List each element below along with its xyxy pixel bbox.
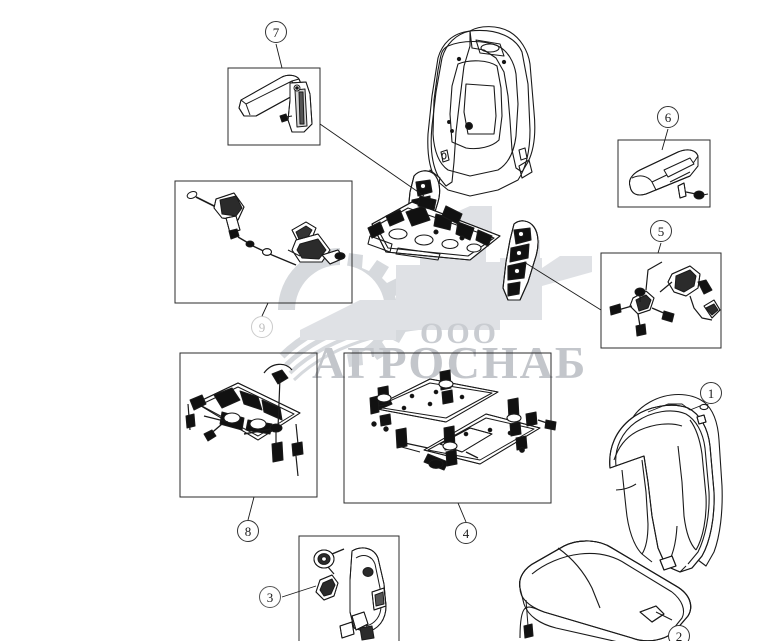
seat-base-frame — [367, 195, 501, 261]
leader-line-7 — [275, 43, 283, 69]
callout-1[interactable]: 1 — [700, 382, 722, 404]
callout-2-label: 2 — [676, 629, 683, 641]
part-recliner-handle-kit — [313, 547, 387, 641]
callout-markers: 1 2 3 4 5 6 — [237, 21, 722, 641]
callout-8-label: 8 — [245, 524, 252, 539]
detail-box-6 — [617, 139, 711, 208]
callout-5[interactable]: 5 — [650, 220, 672, 242]
part-armrest-pad-right — [629, 149, 709, 200]
leader-line-9 — [261, 302, 269, 317]
callout-7[interactable]: 7 — [265, 21, 287, 43]
recliner-bracket-right — [502, 220, 539, 301]
main-seat-assembly — [367, 26, 539, 301]
part-seat-suspension-base — [185, 363, 304, 477]
callout-9[interactable]: 9 — [251, 316, 273, 338]
swoosh-icon — [279, 299, 485, 382]
leader-line-3 — [281, 585, 317, 598]
callout-4-label: 4 — [463, 526, 470, 541]
detail-box-3 — [298, 535, 400, 641]
part-seat-back-cushion — [609, 393, 723, 573]
callout-6-label: 6 — [665, 110, 672, 125]
leader-line-4 — [457, 502, 467, 523]
gear-icon — [278, 248, 410, 367]
leader-line-6 — [661, 128, 669, 151]
part-seat-slide-rail-assembly — [369, 369, 557, 471]
callout-8[interactable]: 8 — [237, 520, 259, 542]
callout-9-label: 9 — [259, 320, 266, 335]
detail-box-8 — [179, 352, 318, 498]
part-seat-bottom-cushion — [519, 540, 692, 641]
callout-1-label: 1 — [708, 386, 715, 401]
callout-6[interactable]: 6 — [657, 106, 679, 128]
seat-back-frame — [427, 26, 536, 197]
watermark-company-form: ООО — [420, 317, 499, 350]
leader-line-5b — [523, 261, 602, 311]
leader-line-7b — [319, 123, 425, 197]
detail-box-9 — [174, 180, 353, 304]
detail-box-5 — [600, 252, 722, 349]
detail-box-frames — [174, 67, 722, 641]
callout-3-label: 3 — [267, 590, 274, 605]
callout-2[interactable]: 2 — [668, 625, 690, 641]
callout-3[interactable]: 3 — [259, 586, 281, 608]
leader-line-5 — [657, 242, 662, 254]
part-armrest-assembly-left — [238, 74, 313, 133]
part-seat-belt-buckle-assembly — [186, 191, 346, 266]
callout-7-label: 7 — [273, 25, 280, 40]
callout-5-label: 5 — [658, 224, 665, 239]
part-lever-linkage-bracket — [609, 261, 721, 337]
callout-4[interactable]: 4 — [455, 522, 477, 544]
leader-line-8 — [247, 496, 255, 521]
detail-box-7 — [227, 67, 321, 146]
